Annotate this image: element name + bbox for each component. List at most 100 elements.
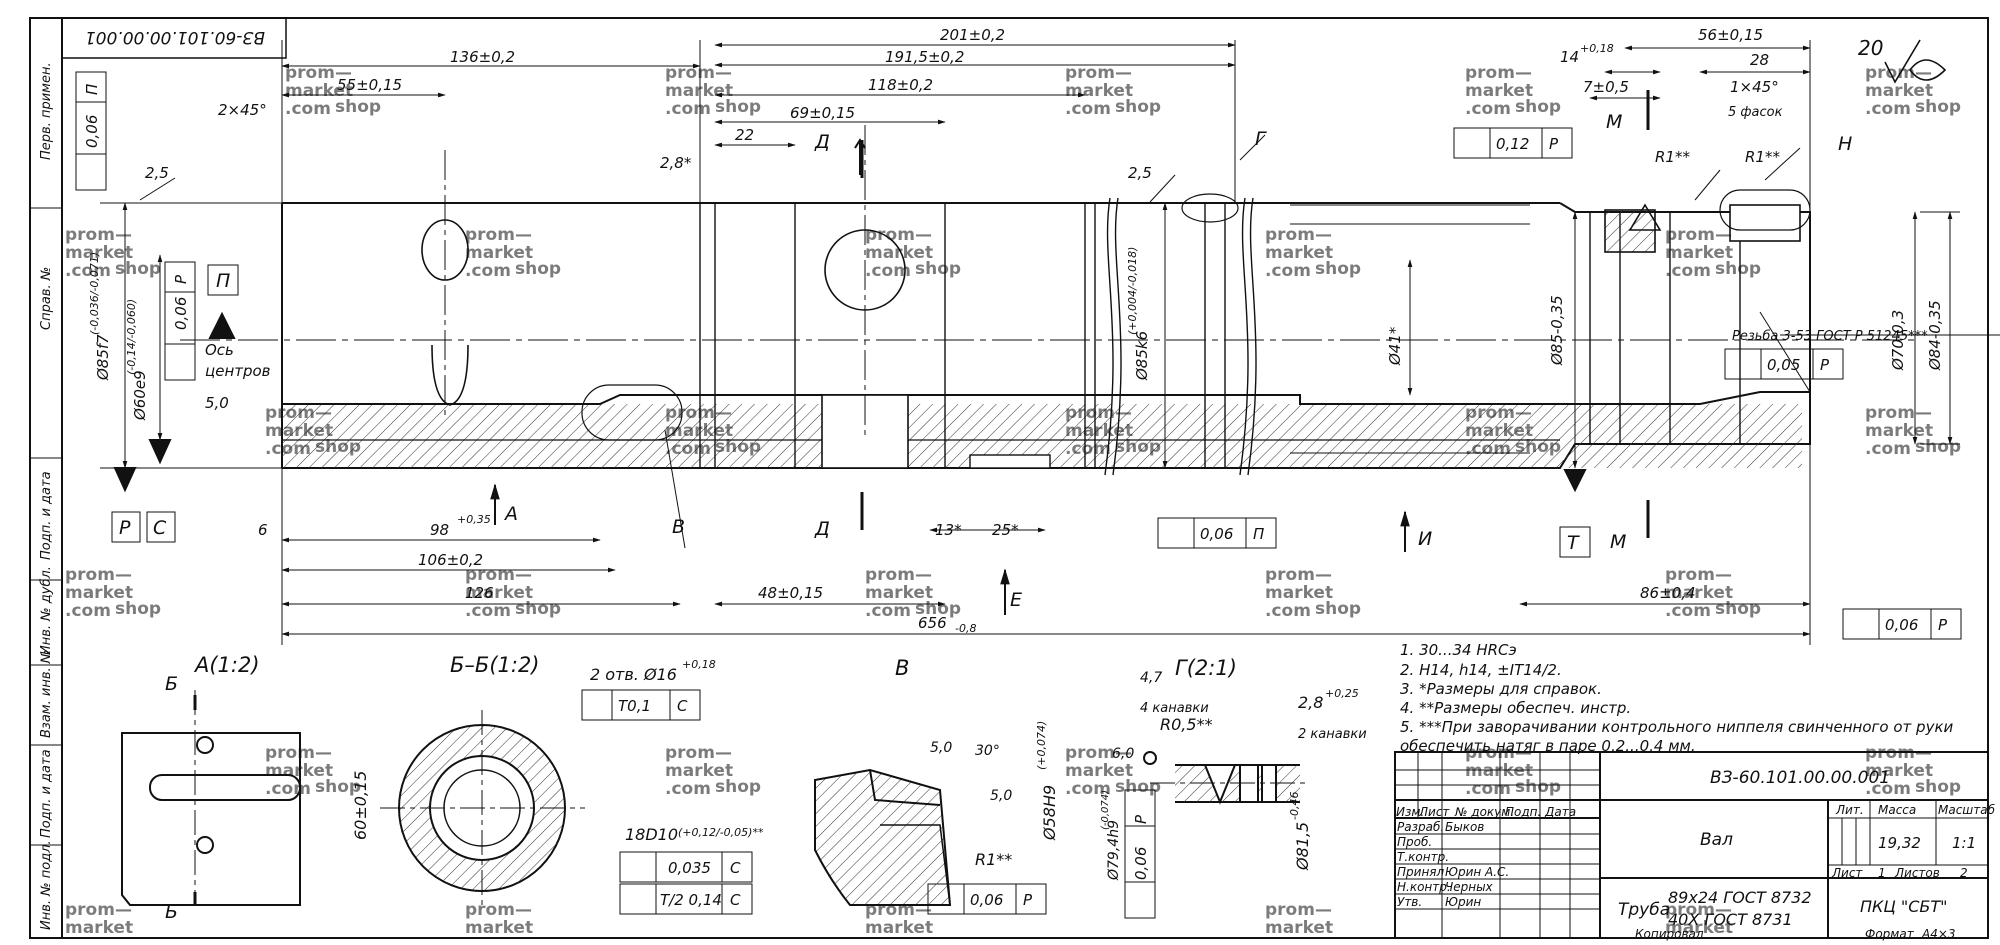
svg-text:market: market — [1465, 421, 1533, 441]
svg-text:.com: .com — [865, 261, 911, 281]
svg-text:prom—: prom— — [865, 225, 932, 245]
svg-text:.com: .com — [665, 99, 711, 119]
massa-label: Масса — [1878, 803, 1916, 817]
letter-S-box: С — [153, 517, 167, 539]
svg-text:.com: .com — [265, 779, 311, 799]
dim-656: 656 — [918, 614, 947, 632]
tol-frame-11 — [1124, 789, 1156, 919]
dim-48: 48±0,15 — [758, 584, 823, 602]
svg-text:market: market — [1865, 81, 1933, 101]
svg-text:prom—: prom— — [1865, 403, 1932, 423]
g-47: 4,7 — [1140, 670, 1162, 686]
svg-text:market: market — [65, 583, 133, 603]
svg-text:С: С — [730, 891, 741, 909]
svg-text:shop: shop — [1315, 599, 1361, 619]
svg-text:.com: .com — [1065, 439, 1111, 459]
svg-text:shop: shop — [1915, 97, 1961, 117]
svg-text:Т/2 0,14: Т/2 0,14 — [660, 891, 722, 909]
dim-50left: 5,0 — [205, 394, 229, 412]
dim-201: 201±0,2 — [940, 26, 1005, 44]
watermark: prom—market — [65, 900, 133, 938]
dim-dia85k6: Ø85k6 — [1133, 331, 1151, 381]
svg-text:market: market — [1465, 761, 1533, 781]
material-1: 89x24 ГОСТ 8732 — [1668, 888, 1812, 907]
svg-text:market: market — [1265, 583, 1333, 603]
svg-text:market: market — [1665, 583, 1733, 603]
view-V — [814, 768, 952, 906]
svg-text:shop: shop — [1715, 259, 1761, 279]
svg-text:Р: Р — [1132, 814, 1150, 824]
svg-text:.com: .com — [1865, 779, 1911, 799]
organization: ПКЦ "СБТ" — [1860, 897, 1948, 916]
svg-text:0,06: 0,06 — [83, 115, 101, 148]
dim-28: 28 — [1750, 51, 1769, 69]
svg-text:market: market — [285, 81, 353, 101]
drawing-number: ВЗ-60.101.00.00.001 — [1720, 931, 1731, 933]
role: Разраб. — [1397, 820, 1444, 834]
part-name: Вал — [1700, 830, 1733, 850]
bb-18d10: 18D10 — [625, 825, 678, 844]
watermark: prom—market — [1265, 900, 1333, 938]
title-block-texts: ВЗ-60.101.00.00.001 Вал Изм. Лист № доку… — [1396, 768, 1996, 941]
svg-text:0,05: 0,05 — [1767, 356, 1800, 374]
roughness-mark — [1884, 39, 1947, 84]
svg-text:.com: .com — [1465, 99, 1511, 119]
svg-text:prom—: prom— — [1865, 743, 1932, 763]
title-block — [1394, 751, 1989, 939]
side-label: Подп. и дата — [39, 471, 54, 560]
material-prefix: Труба — [1618, 900, 1670, 920]
dim-13: 13* — [935, 521, 962, 539]
svg-text:market: market — [665, 421, 733, 441]
svg-text:.com: .com — [665, 439, 711, 459]
svg-text:market: market — [465, 243, 533, 263]
side-label: Взам. инв. № — [39, 650, 54, 738]
masshtab-label: Масштаб — [1938, 803, 1996, 817]
svg-text:.com: .com — [665, 779, 711, 799]
head-list: Лист — [1418, 805, 1450, 819]
svg-text:shop: shop — [1115, 97, 1161, 117]
axis-label-2: центров — [205, 362, 271, 380]
b-mark-top: Б — [165, 673, 178, 695]
svg-text:.com: .com — [1665, 601, 1711, 621]
svg-text:0,06: 0,06 — [172, 297, 190, 330]
g-794-tol: (-0,074) — [1100, 790, 1111, 830]
view-V-title: В — [895, 656, 909, 680]
svg-text:shop: shop — [715, 437, 761, 457]
format-value: А4×3 — [1921, 927, 1956, 941]
svg-text:prom—: prom— — [1065, 743, 1132, 763]
svg-text:market: market — [665, 81, 733, 101]
b-mark-bot: Б — [165, 901, 178, 923]
dim-dia85k6-tol: (+0,004/-0,018) — [1126, 247, 1139, 335]
svg-text:market: market — [1065, 761, 1133, 781]
sheet-value: 1 — [1878, 866, 1886, 880]
dim-dia85f7: Ø85f7 — [94, 334, 112, 381]
dim-656-tol: -0,8 — [955, 622, 976, 635]
v-30: 30° — [975, 743, 1000, 759]
svg-text:market: market — [1665, 918, 1733, 938]
letter-E: Е — [1010, 589, 1022, 611]
bb-holes: 2 отв. Ø16 — [590, 665, 677, 684]
dim-69: 69±0,15 — [790, 104, 855, 122]
svg-text:shop: shop — [515, 599, 561, 619]
svg-text:market: market — [1265, 918, 1333, 938]
svg-text:prom—: prom— — [465, 565, 532, 585]
roughness-value: 20 — [1858, 36, 1883, 60]
svg-text:Р: Р — [1549, 135, 1559, 153]
side-label: Инв. № подл. — [39, 840, 54, 930]
svg-text:prom—: prom— — [265, 403, 332, 423]
svg-text:market: market — [265, 761, 333, 781]
svg-text:Т0,1: Т0,1 — [618, 697, 651, 715]
g-60: 6,0 — [1112, 746, 1134, 762]
